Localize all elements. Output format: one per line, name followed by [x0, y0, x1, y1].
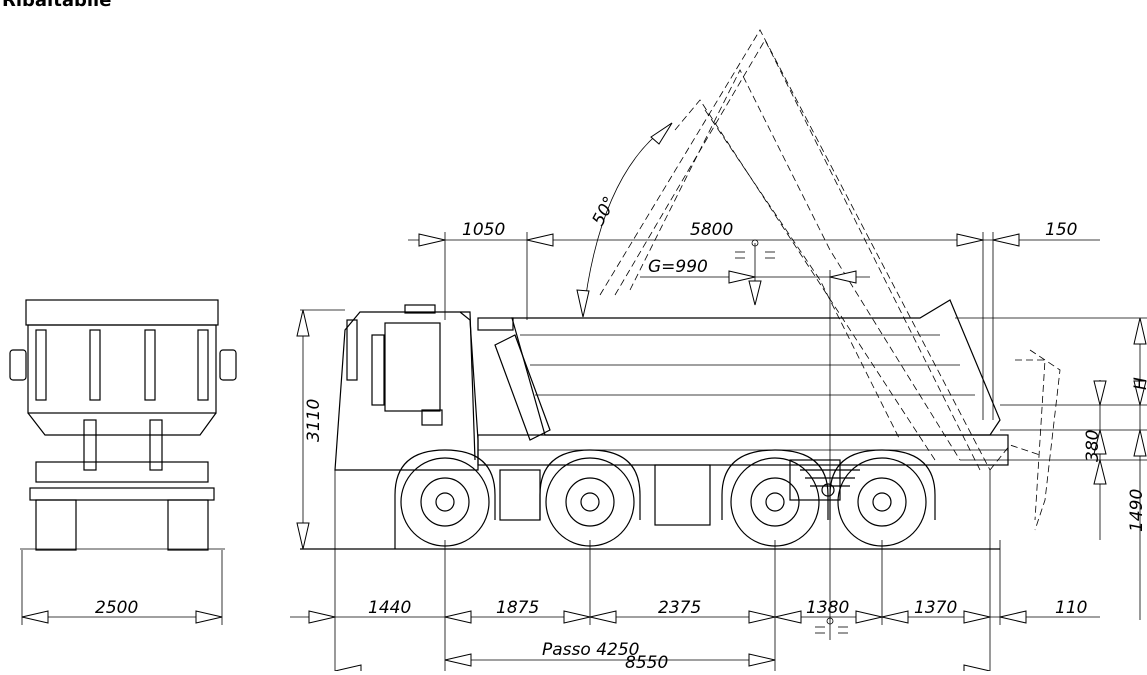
rear-view: 2500: [9, 299, 237, 625]
body-height-label: H: [1131, 377, 1147, 390]
bottom-dimensions: 1440 1875 2375 1380 1370 110 Passo 4250 …: [290, 470, 1100, 675]
frame-offset-label: 380: [1083, 430, 1103, 462]
rear-overhang-bottom-label: 110: [1055, 598, 1087, 618]
axle-2-3-label: 2375: [658, 598, 701, 618]
tipped-body-outline: [599, 29, 1061, 531]
drawing-header: Ribaltabile: [2, 0, 111, 11]
height-label: 3110: [304, 399, 324, 442]
rear-overhang-top-label: 150: [1045, 220, 1077, 240]
front-overhang-label: 1440: [368, 598, 411, 618]
rear-height-label: 1490: [1127, 489, 1147, 532]
wheel-3: [721, 449, 829, 547]
top-dimensions: 1050 5800 150 G=990: [408, 220, 1100, 640]
wheel-2: [539, 449, 641, 547]
axle-3-4-left-label: 1380: [806, 598, 849, 618]
rear-width-label: 2500: [95, 598, 138, 618]
height-dimension: 3110: [296, 309, 345, 550]
axle-3-4-right-label: 1370: [914, 598, 957, 618]
center-of-gravity-label: G=990: [648, 257, 708, 277]
axle-1-2-label: 1875: [496, 598, 539, 618]
cab-to-body-label: 1050: [462, 220, 505, 240]
wheelbase-label: Passo 4250: [542, 640, 639, 660]
side-view: 50°: [300, 29, 1061, 550]
body-length-label: 5800: [690, 220, 733, 240]
tipping-angle-label: 50°: [589, 193, 621, 229]
wheel-4: [829, 449, 936, 547]
overall-length-label: 8550: [625, 653, 668, 671]
right-dimensions: H 380 1490: [955, 317, 1147, 620]
